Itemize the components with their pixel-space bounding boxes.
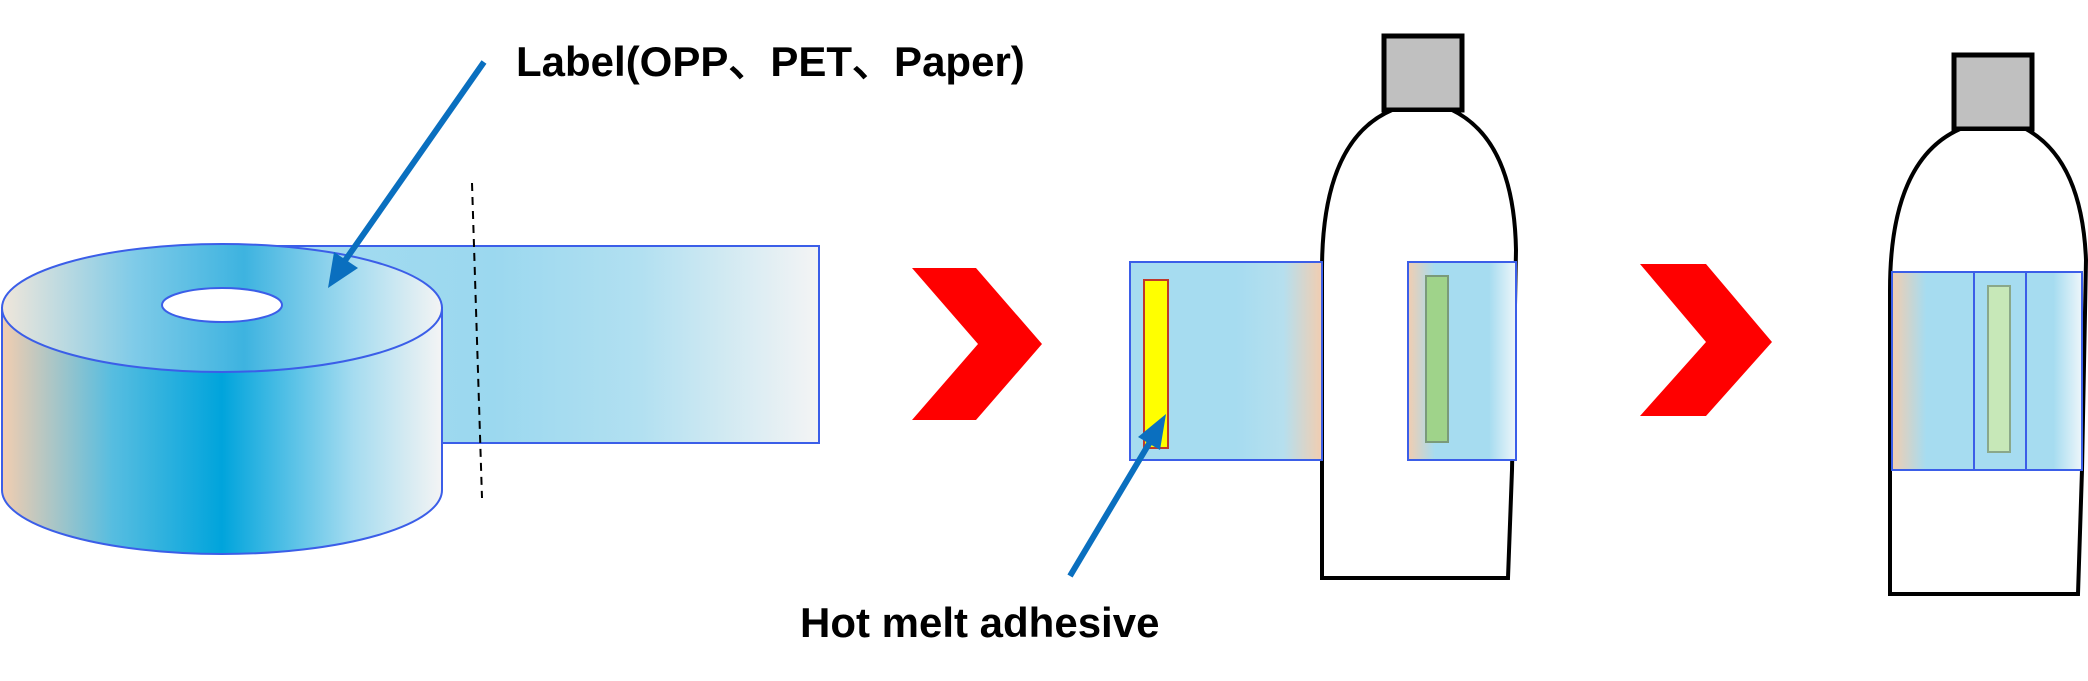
adhesive-glued-area: [1987, 285, 2011, 453]
label-material-text: Label(OPP、PET、Paper): [516, 38, 1025, 85]
label-pointer-arrow: [328, 60, 487, 288]
cut-line: [471, 182, 483, 499]
bottle-cap-icon: [1381, 33, 1465, 113]
chevron-right-icon: [912, 268, 1042, 420]
chevron-right-icon: [1640, 264, 1772, 416]
bottle-cap-icon: [1951, 52, 2035, 132]
hot-melt-pointer-arrow: [1067, 414, 1166, 578]
roll-core-hole: [161, 287, 283, 323]
roll-cylinder: [0, 307, 443, 555]
hot-melt-text: Hot melt adhesive: [800, 599, 1159, 646]
adhesive-glued-area: [1425, 275, 1449, 443]
label-roll-icon: [0, 243, 820, 555]
label-on-bottle: [1407, 261, 1517, 461]
